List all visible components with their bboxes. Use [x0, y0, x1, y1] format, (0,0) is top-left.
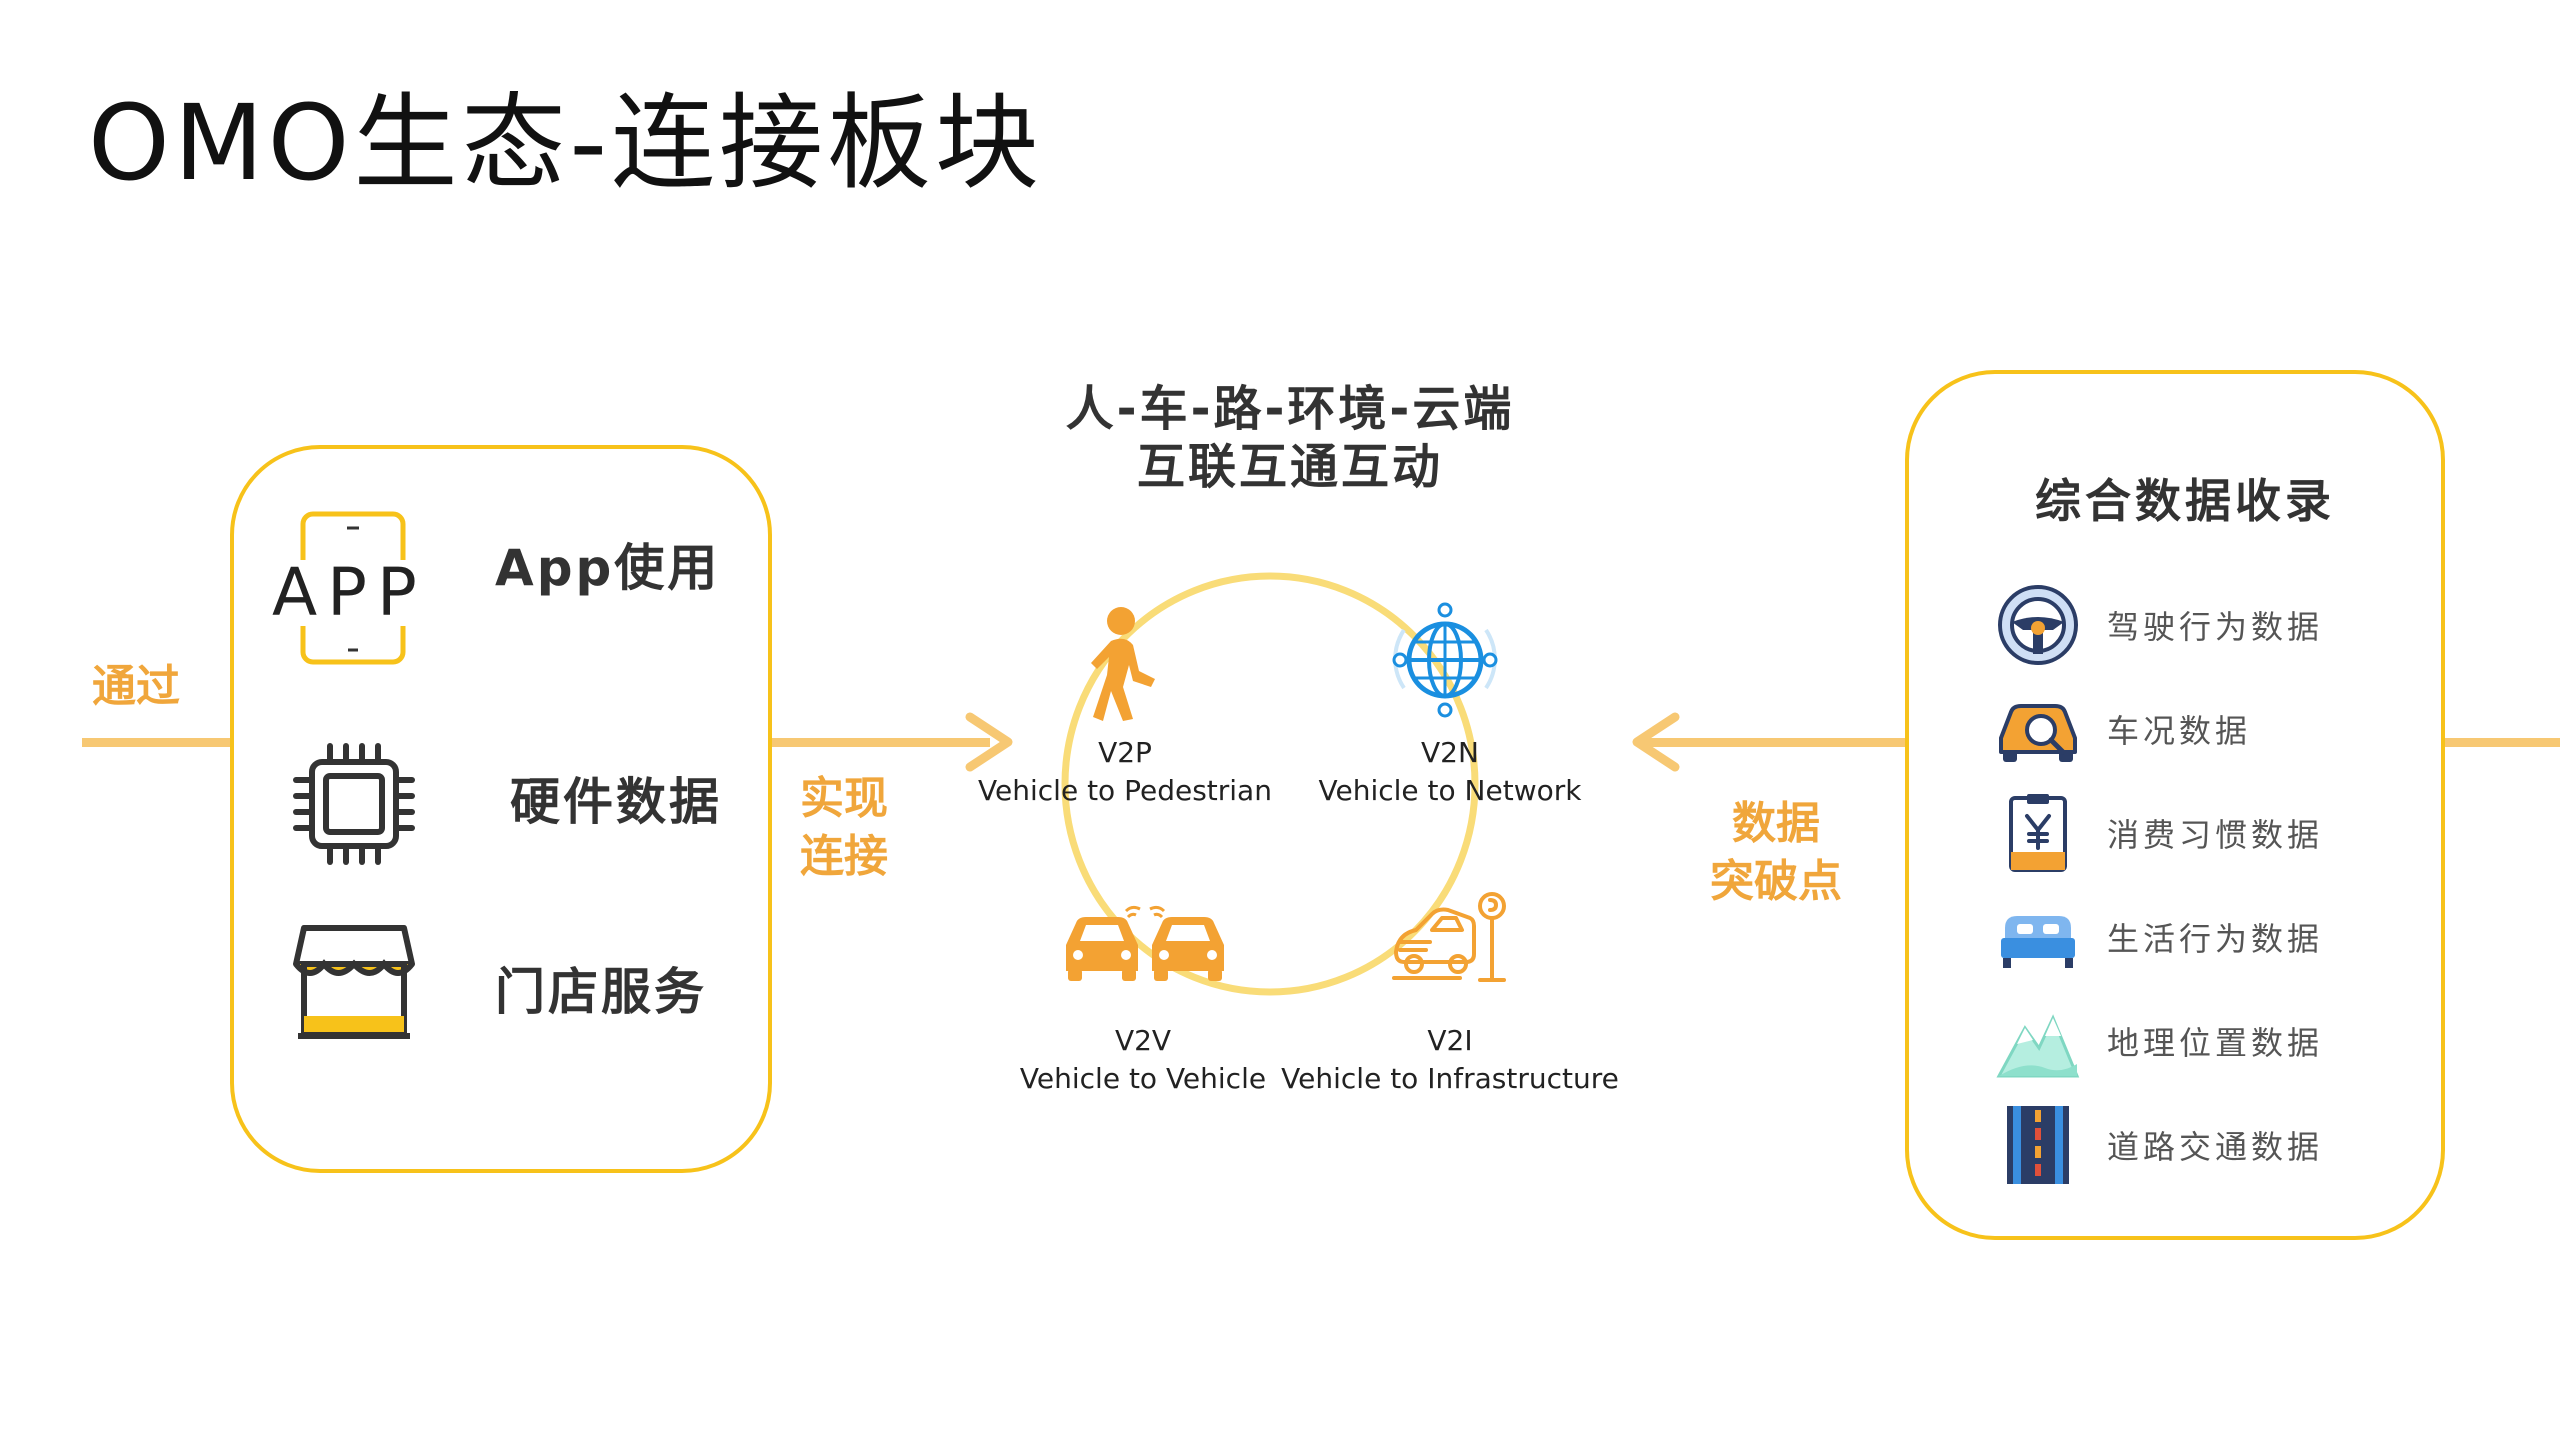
left-connector-line: [82, 738, 232, 747]
data-item-label: 消费习惯数据: [2107, 816, 2324, 854]
v2v-full: Vehicle to Vehicle: [1019, 1062, 1267, 1095]
road-icon: [2007, 1106, 2069, 1184]
data-item-label: 生活行为数据: [2107, 920, 2324, 958]
chip-icon: [293, 743, 415, 865]
app-icon: APP: [268, 510, 438, 666]
breakthrough-label: 数据 突破点: [1710, 798, 1842, 907]
left-item-label-app: App使用: [495, 539, 721, 597]
store-icon: [293, 925, 415, 1039]
data-item-label: 驾驶行为数据: [2107, 608, 2324, 646]
mountain-icon: [1996, 1014, 2080, 1078]
car-signpost-icon: [1392, 892, 1506, 982]
page-title: OMO生态-连接板块: [88, 82, 1043, 204]
data-item-label: 车况数据: [2107, 712, 2252, 750]
pedestrian-icon: [1091, 607, 1155, 721]
v2i-full: Vehicle to Infrastructure: [1281, 1062, 1619, 1095]
data-item-geo: 地理位置数据: [1995, 1001, 2435, 1081]
data-item-driving: 驾驶行为数据: [1995, 585, 2435, 665]
v2n-code: V2N: [1421, 736, 1479, 769]
middle-connector-line-left: [770, 738, 990, 747]
connect-label: 实现 连接: [800, 773, 888, 882]
v2p-code: V2P: [1098, 736, 1152, 769]
data-list: 驾驶行为数据 车况数据 消费习惯数据 生活行为数据: [1995, 585, 2435, 1185]
through-label: 通过: [92, 661, 180, 712]
v2n-full: Vehicle to Network: [1318, 774, 1582, 807]
data-item-consumption: 消费习惯数据: [1995, 793, 2435, 873]
arrow-right-icon: [965, 712, 1013, 772]
data-item-life: 生活行为数据: [1995, 897, 2435, 977]
globe-network-icon: [1392, 602, 1498, 718]
cars-icon: [1066, 905, 1224, 981]
center-title-line1: 人-车-路-环境-云端: [1065, 381, 1515, 437]
receipt-yuan-icon: [2009, 794, 2067, 872]
middle-connector-line-right: [1640, 738, 1910, 747]
right-panel: [1905, 370, 2445, 1240]
v2v-code: V2V: [1114, 1024, 1172, 1057]
app-icon-text: APP: [272, 554, 427, 631]
car-inspection-icon: [1999, 704, 2077, 762]
arrow-left-icon: [1632, 712, 1680, 772]
steering-wheel-icon: [1998, 585, 2078, 665]
connection-ring: [1061, 572, 1479, 996]
data-item-label: 道路交通数据: [2107, 1128, 2324, 1166]
v2p-full: Vehicle to Pedestrian: [978, 774, 1272, 807]
left-item-label-store: 门店服务: [495, 963, 707, 1021]
data-item-label: 地理位置数据: [2107, 1024, 2324, 1062]
bed-icon: [2001, 916, 2075, 968]
v2i-code: V2I: [1427, 1024, 1473, 1057]
left-item-label-hardware: 硬件数据: [510, 773, 722, 831]
data-item-vehicle: 车况数据: [1995, 689, 2435, 769]
data-item-road: 道路交通数据: [1995, 1105, 2435, 1185]
right-connector-line: [2440, 738, 2560, 747]
center-title-line2: 互联互通互动: [1136, 439, 1443, 495]
right-panel-title: 综合数据收录: [2035, 474, 2335, 528]
